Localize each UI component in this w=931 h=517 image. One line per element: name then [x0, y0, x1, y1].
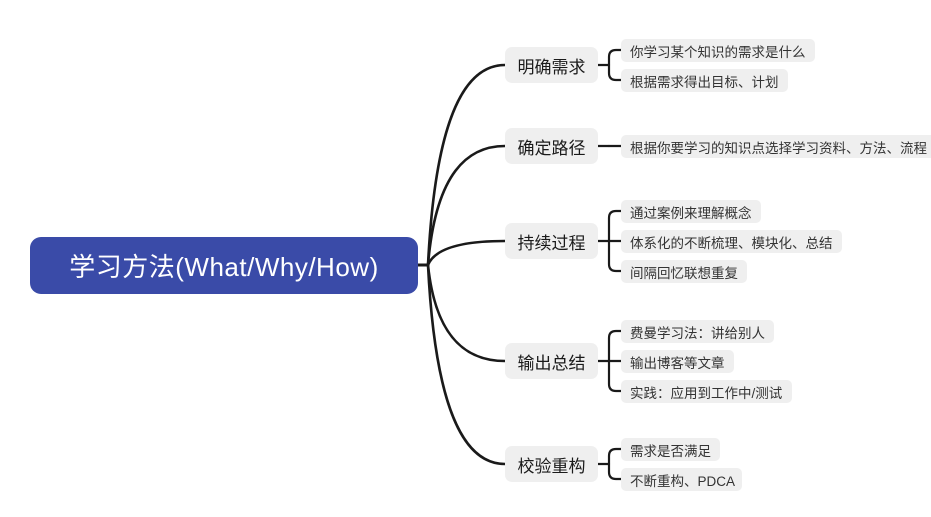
branch-3-leaf-3-label: 间隔回忆联想重复 — [630, 265, 738, 281]
edge — [607, 209, 623, 273]
edge — [607, 447, 623, 481]
branch-4-leaf-1[interactable]: 费曼学习法：讲给别人 — [621, 320, 774, 343]
branch-2-node[interactable]: 确定路径 — [505, 128, 598, 164]
branch-5-leaf-1[interactable]: 需求是否满足 — [621, 438, 720, 461]
branch-3-leaf-1[interactable]: 通过案例来理解概念 — [621, 200, 761, 223]
branch-1-node[interactable]: 明确需求 — [505, 47, 598, 83]
branch-4-node[interactable]: 输出总结 — [505, 343, 598, 379]
branch-2-leaf-1-label: 根据你要学习的知识点选择学习资料、方法、流程 — [630, 140, 927, 156]
branch-5-node[interactable]: 校验重构 — [505, 446, 598, 482]
branch-3-leaf-1-label: 通过案例来理解概念 — [630, 205, 752, 221]
branch-1-node-label: 明确需求 — [517, 57, 586, 77]
branch-5-leaf-2-label: 不断重构、PDCA — [630, 473, 736, 489]
branch-4-node-label: 输出总结 — [517, 353, 586, 373]
branch-5-leaf-2[interactable]: 不断重构、PDCA — [621, 468, 742, 491]
edge — [426, 239, 507, 267]
branch-1-leaf-2[interactable]: 根据需求得出目标、计划 — [621, 69, 788, 92]
branch-4-leaf-3[interactable]: 实践：应用到工作中/测试 — [621, 380, 792, 403]
branch-3-leaf-2-label: 体系化的不断梳理、模块化、总结 — [630, 235, 833, 251]
branch-2-leaf-1[interactable]: 根据你要学习的知识点选择学习资料、方法、流程 — [621, 135, 931, 158]
branch-4-leaf-2[interactable]: 输出博客等文章 — [621, 350, 734, 373]
branch-3-leaf-2[interactable]: 体系化的不断梳理、模块化、总结 — [621, 230, 842, 253]
edge — [426, 263, 507, 363]
branch-1-leaf-1-label: 你学习某个知识的需求是什么 — [630, 44, 806, 60]
branch-4-leaf-1-label: 费曼学习法：讲给别人 — [630, 325, 765, 341]
edge — [607, 329, 623, 393]
edge — [426, 263, 507, 466]
root-node[interactable]: 学习方法(What/Why/How) — [30, 237, 418, 294]
root-node-label: 学习方法(What/Why/How) — [69, 252, 379, 282]
branch-5-leaf-1-label: 需求是否满足 — [630, 443, 711, 459]
branch-4-leaf-2-label: 输出博客等文章 — [630, 355, 725, 371]
edge — [426, 63, 507, 267]
edge — [607, 48, 623, 82]
branch-4-leaf-3-label: 实践：应用到工作中/测试 — [630, 385, 783, 401]
edge — [426, 144, 507, 267]
branch-5-node-label: 校验重构 — [517, 456, 586, 476]
branch-3-node[interactable]: 持续过程 — [505, 223, 598, 259]
branch-3-node-label: 持续过程 — [517, 233, 586, 253]
branch-1-leaf-2-label: 根据需求得出目标、计划 — [630, 74, 779, 90]
branch-2-node-label: 确定路径 — [517, 138, 586, 158]
branch-1-leaf-1[interactable]: 你学习某个知识的需求是什么 — [621, 39, 815, 62]
branch-3-leaf-3[interactable]: 间隔回忆联想重复 — [621, 260, 747, 283]
